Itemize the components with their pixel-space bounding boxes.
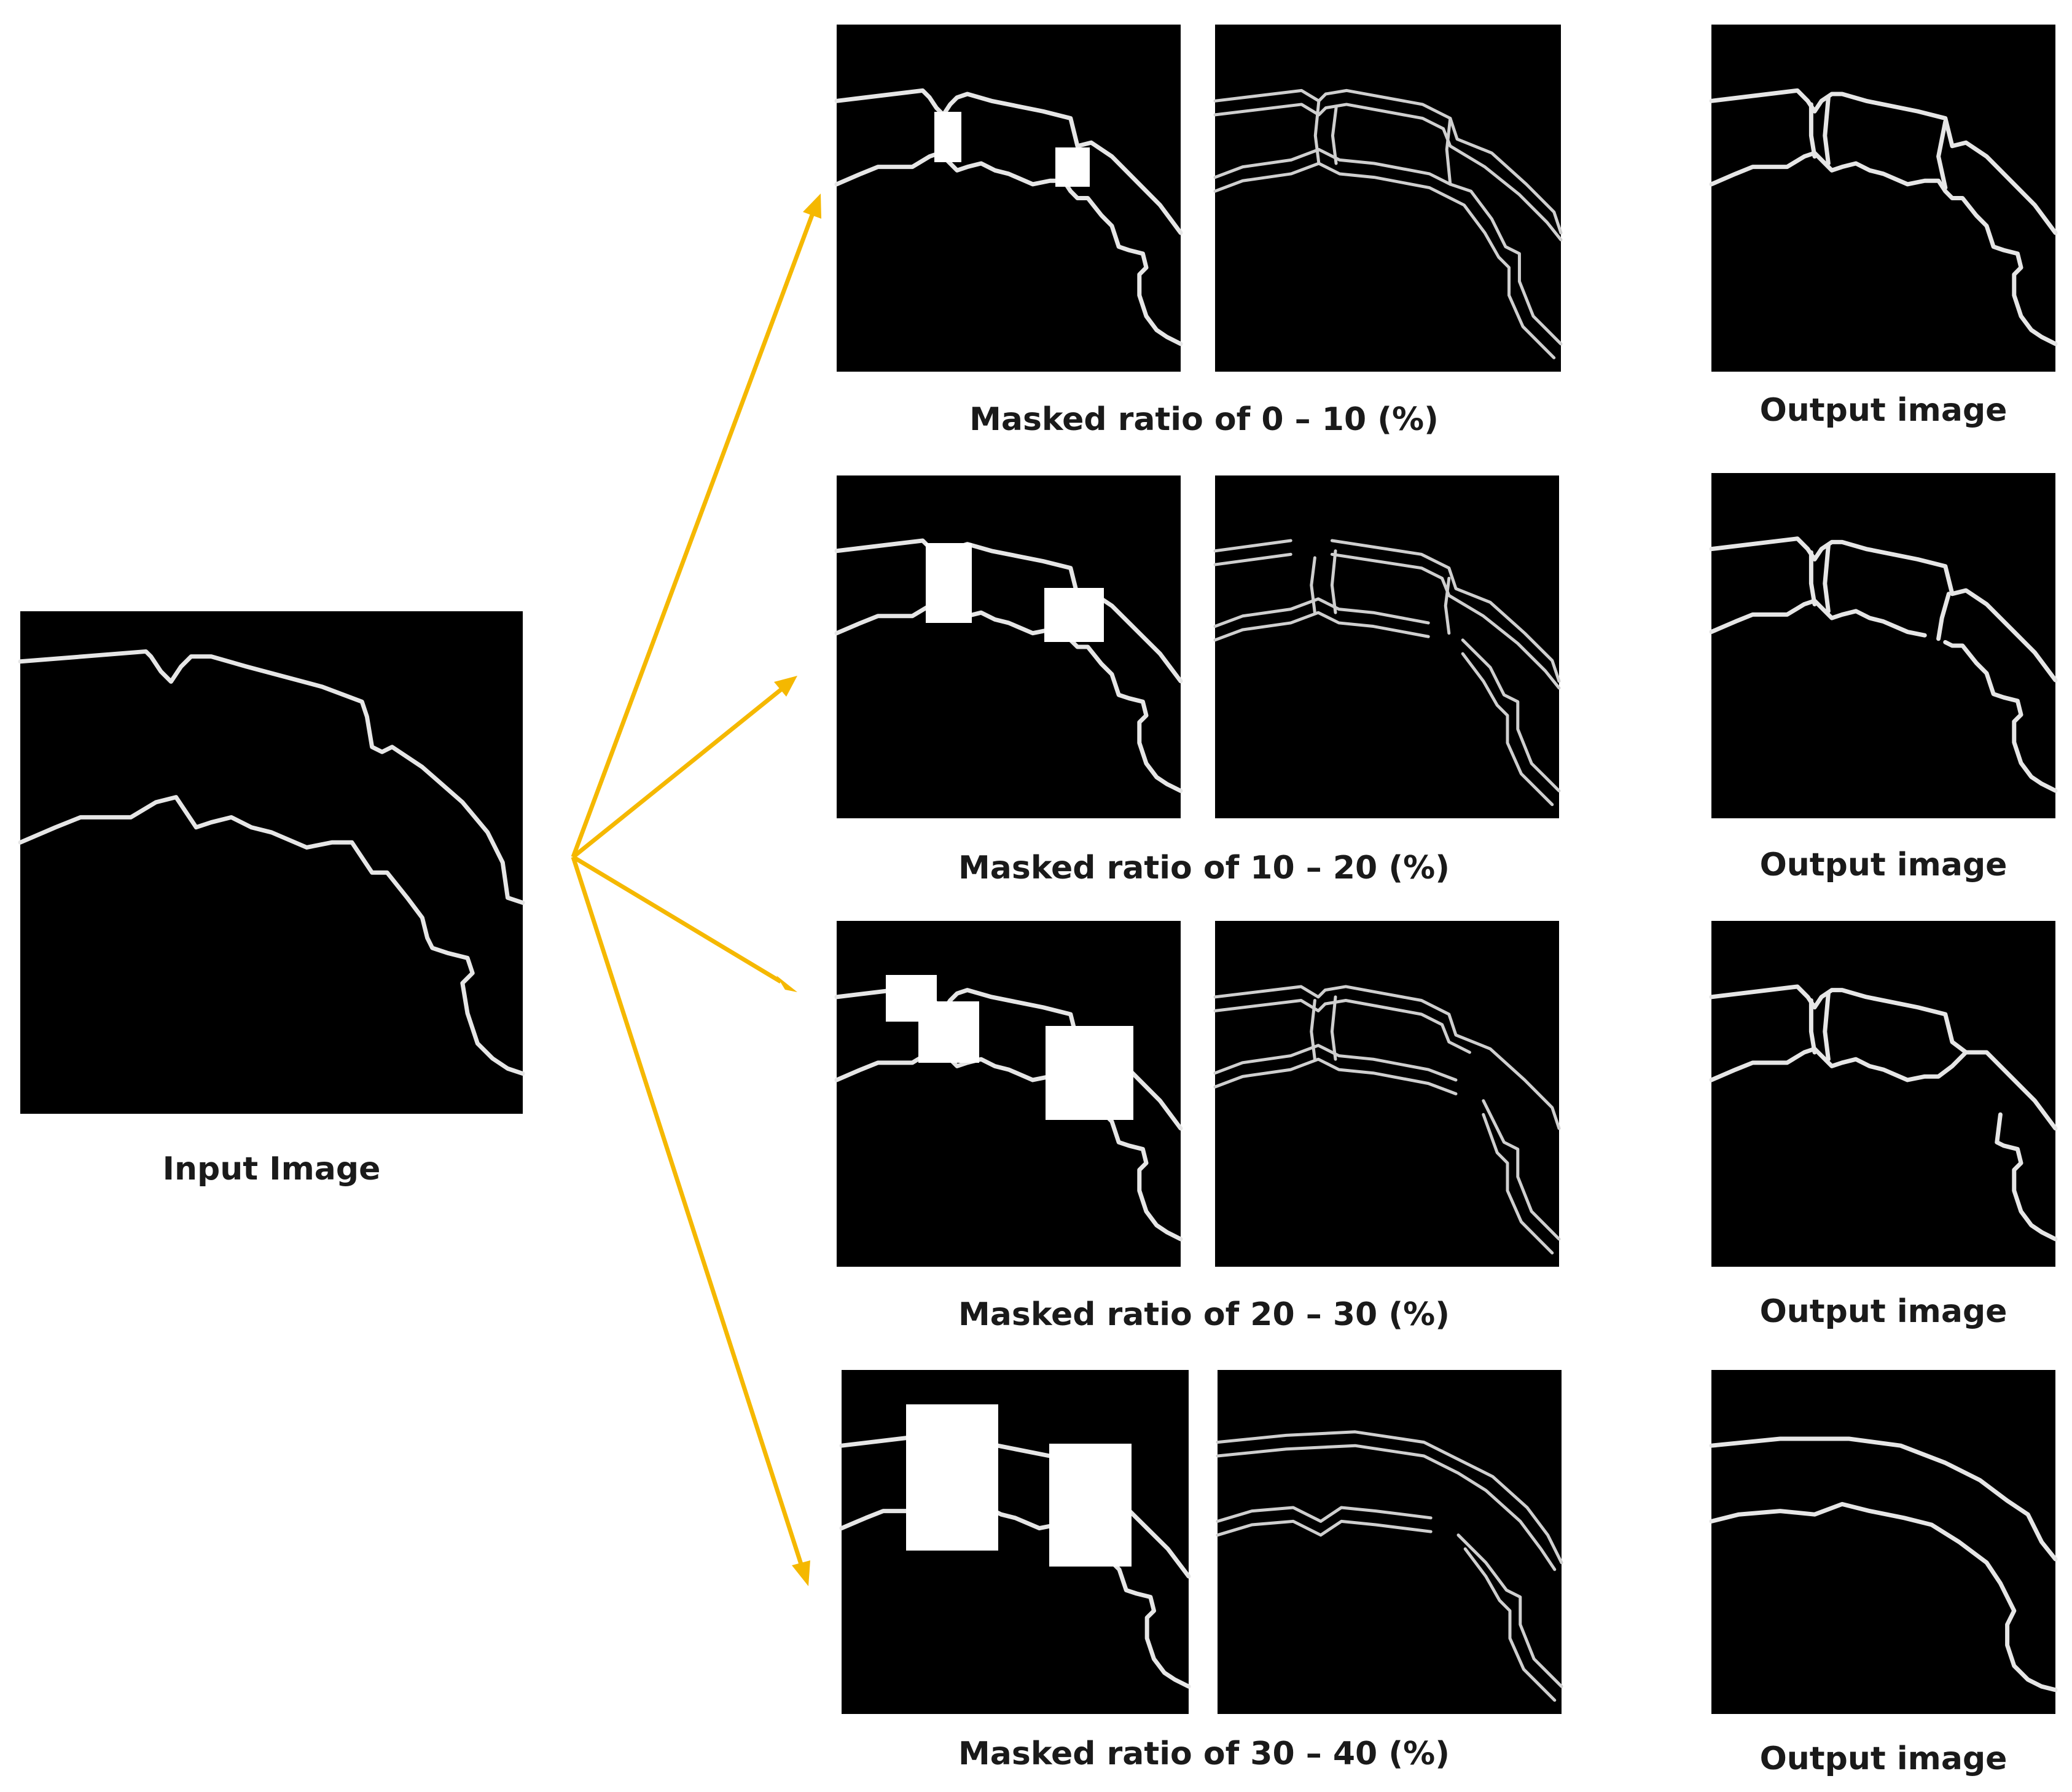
mask-block xyxy=(1049,1444,1132,1567)
masked-image-row-3 xyxy=(837,921,1181,1267)
mask-block xyxy=(1044,588,1104,642)
intermediate-image-row-4 xyxy=(1218,1370,1562,1714)
masked-image-row-2 xyxy=(837,475,1181,818)
arrow-row-1-head xyxy=(803,194,821,219)
output-image-row-2 xyxy=(1711,473,2055,818)
row-4: Masked ratio of 30 – 40 (%) Output image xyxy=(842,1370,2055,1777)
arrow-row-2 xyxy=(571,687,783,859)
arrow-row-3-head xyxy=(776,976,797,992)
output-caption-row-1: Output image xyxy=(1760,392,2007,429)
masked-caption-row-4: Masked ratio of 30 – 40 (%) xyxy=(958,1735,1450,1772)
intermediate-image-row-2 xyxy=(1215,475,1559,818)
input-image xyxy=(20,611,523,1114)
mask-block xyxy=(906,1404,998,1551)
mask-block xyxy=(1046,1026,1133,1120)
output-image-row-1 xyxy=(1711,25,2055,372)
output-image-row-4 xyxy=(1711,1370,2055,1714)
masked-image-row-1 xyxy=(837,25,1181,372)
arrow-row-3 xyxy=(572,855,782,984)
output-image-row-3 xyxy=(1711,921,2055,1267)
input-image-caption: Input Image xyxy=(163,1151,381,1187)
mask-block xyxy=(918,1001,979,1063)
row-2: Masked ratio of 10 – 20 (%) Output image xyxy=(837,473,2055,886)
intermediate-image-row-1 xyxy=(1215,25,1561,372)
mask-block xyxy=(1055,147,1090,187)
output-caption-row-3: Output image xyxy=(1760,1293,2007,1330)
mask-block xyxy=(926,543,972,623)
arrows xyxy=(571,194,821,1586)
arrow-row-2-head xyxy=(774,676,797,697)
intermediate-image-row-3 xyxy=(1215,921,1559,1267)
mask-block xyxy=(934,112,961,162)
arrow-row-4 xyxy=(571,856,803,1565)
arrow-row-1 xyxy=(571,214,815,858)
output-caption-row-4: Output image xyxy=(1760,1740,2007,1777)
masked-caption-row-3: Masked ratio of 20 – 30 (%) xyxy=(958,1296,1450,1333)
arrow-row-4-head xyxy=(792,1560,810,1586)
row-1: Masked ratio of 0 – 10 (%) Output image xyxy=(837,25,2055,438)
masked-caption-row-2: Masked ratio of 10 – 20 (%) xyxy=(958,850,1450,886)
row-3: Masked ratio of 20 – 30 (%) Output image xyxy=(837,921,2055,1333)
masked-image-row-4 xyxy=(842,1370,1189,1714)
masked-caption-row-1: Masked ratio of 0 – 10 (%) xyxy=(969,401,1439,438)
output-caption-row-2: Output image xyxy=(1760,847,2007,883)
